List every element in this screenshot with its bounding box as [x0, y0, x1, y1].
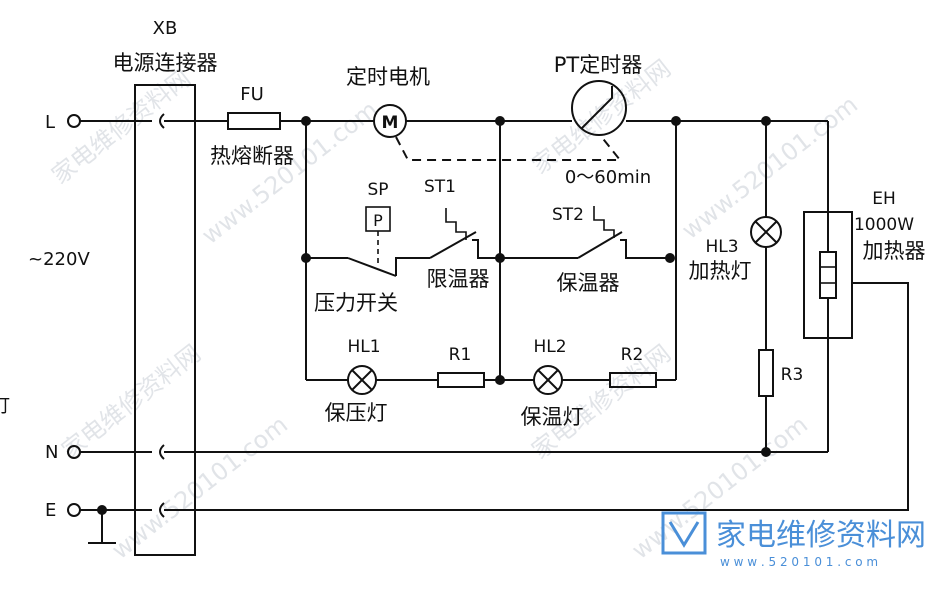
logo-icon-mark: [668, 521, 700, 548]
watermark-cn-1: 家电维修资料网: [46, 64, 196, 189]
fuse-id: FU: [240, 84, 264, 105]
keep-warm-thermal-element: [593, 206, 615, 238]
limiter-thermal-element: [445, 208, 467, 240]
connector-box: [134, 84, 196, 556]
lamp2-id: HL2: [533, 337, 566, 357]
lamp1-id: HL1: [347, 337, 380, 357]
logo-icon: [661, 511, 707, 555]
contact-l: [159, 113, 165, 129]
keep-warm-id: ST2: [552, 205, 584, 225]
lamp2-cross-b: [537, 369, 559, 391]
resistor-r3: [758, 349, 774, 397]
wire-earth: [164, 282, 909, 511]
logo-url: w w w . 5 2 0 1 0 1 . c o m: [720, 555, 878, 569]
fuse-name: 热熔断器: [210, 144, 294, 168]
limiter-id: ST1: [424, 177, 456, 197]
connector-id: XB: [153, 18, 178, 39]
lamp3-name: 加热灯: [689, 259, 752, 283]
logo-text: 家电维修资料网: [716, 518, 926, 553]
connector-name: 电源连接器: [113, 51, 218, 75]
limiter-contact: [429, 231, 477, 259]
heater-id: EH: [872, 189, 896, 209]
background-watermarks: 家电维修资料网 www.520101.com 家电维修资料网 www.52010…: [46, 54, 863, 564]
lamp1-name: 保压灯: [325, 401, 388, 425]
watermark-site-1: www.520101.com: [196, 95, 383, 249]
watermark-site-2: www.520101.com: [676, 90, 863, 244]
r1-label: R1: [449, 345, 472, 365]
fuse-body: [227, 112, 281, 130]
terminal-l-label: L: [45, 112, 55, 133]
lamp1-cross-b: [351, 369, 373, 391]
terminal-n-label: N: [45, 442, 58, 463]
pressure-switch-blade: [347, 257, 397, 277]
contact-e: [159, 502, 165, 518]
timer-range: 0～60min: [565, 167, 651, 188]
logo-watermark: 家电维修资料网 w w w . 5 2 0 1 0 1 . c o m: [661, 511, 926, 569]
r3-label: R3: [781, 365, 804, 385]
terminal-e: [67, 503, 81, 517]
motor-name: 定时电机: [346, 65, 430, 89]
watermark-cn-3: 家电维修资料网: [56, 339, 206, 464]
resistor-r1: [437, 372, 485, 388]
terminal-l: [67, 114, 81, 128]
wire-sp-out: [395, 257, 430, 276]
contact-n: [159, 444, 165, 460]
motor-icon: [373, 104, 407, 138]
wire-st1-out: [472, 239, 500, 259]
pressure-sensor-symbol: P: [373, 211, 383, 230]
supply-label: ~220V: [28, 249, 90, 270]
timer-name: PT定时器: [554, 53, 643, 77]
motor-symbol: M: [382, 113, 399, 133]
heater-power: 1000W: [854, 215, 914, 235]
heater-name: 加热器: [863, 239, 926, 263]
lamp3-cross-b: [754, 220, 778, 244]
pressure-switch-id: SP: [367, 180, 388, 200]
r2-label: R2: [621, 345, 644, 365]
edge-fragment: 灯: [0, 396, 10, 417]
keep-warm-name: 保温器: [557, 271, 620, 295]
lamp2-name: 保温灯: [521, 405, 584, 429]
wire-st2-out: [620, 239, 670, 259]
watermark-cn-4: 家电维修资料网: [526, 339, 676, 464]
node-n-right: [761, 447, 771, 457]
limiter-name: 限温器: [427, 267, 490, 291]
pressure-switch-name: 压力开关: [314, 291, 398, 315]
lamp3-id: HL3: [705, 237, 738, 257]
heater-element: [819, 251, 837, 299]
timer-switch-blade: [581, 86, 613, 129]
keep-warm-contact: [577, 231, 623, 259]
timer-icon: [571, 80, 627, 136]
terminal-e-label: E: [45, 500, 56, 521]
